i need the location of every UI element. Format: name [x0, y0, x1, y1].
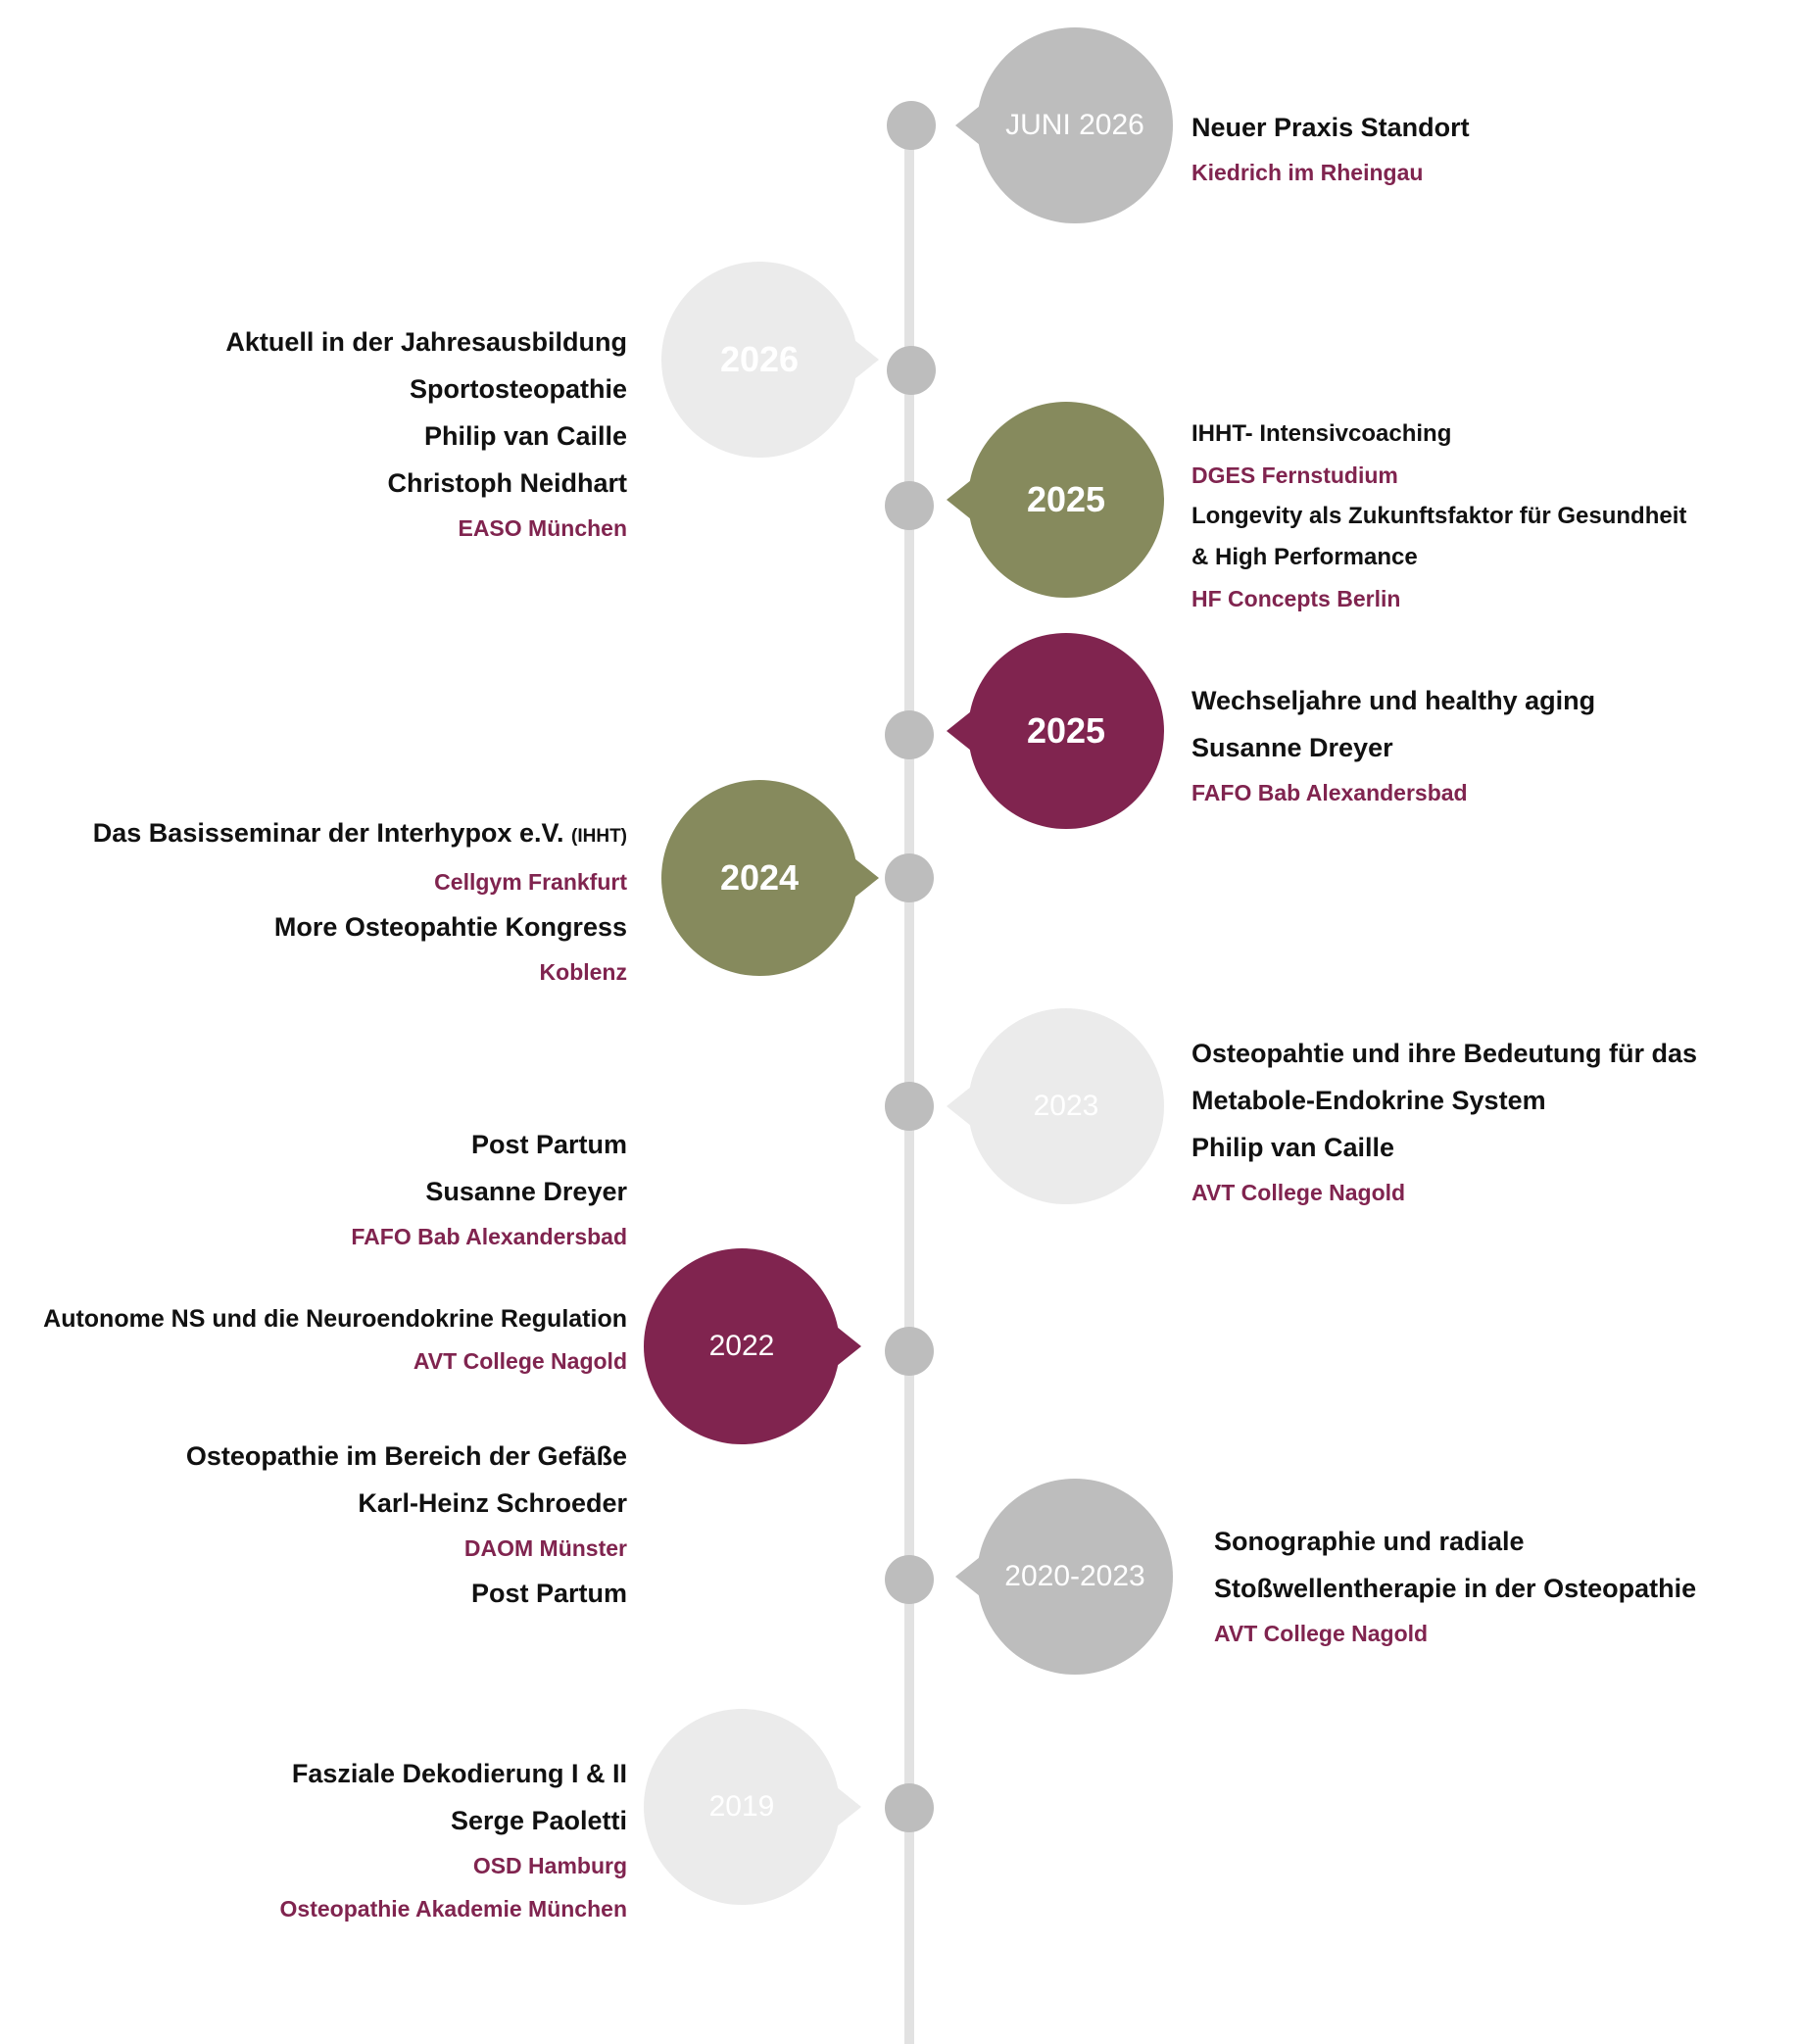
event-title: IHHT- Intensivcoaching: [1191, 420, 1452, 447]
year-bubble-2019: 2019: [644, 1709, 861, 1905]
event-ihht-intensivcoaching: IHHT- Intensivcoaching DGES Fernstudium …: [1191, 414, 1799, 619]
event-fasziale-dekodierung: Fasziale Dekodierung I & II Serge Paolet…: [0, 1750, 627, 1930]
timeline-dot: [887, 346, 936, 395]
event-teacher: Susanne Dreyer: [1191, 733, 1393, 762]
event-location: FAFO Bab Alexandersbad: [1191, 780, 1468, 805]
event-location: Cellgym Frankfurt: [434, 869, 627, 895]
event-location: Osteopathie Akademie München: [279, 1896, 627, 1922]
event-sonographie: Sonographie und radiale Stoßwellentherap…: [1214, 1518, 1799, 1655]
event-title: Osteopahtie und ihre Bedeutung für das: [1191, 1039, 1698, 1068]
event-location: Kiedrich im Rheingau: [1191, 160, 1424, 185]
event-title: Wechseljahre und healthy aging: [1191, 677, 1799, 724]
event-abbreviation: (IHHT): [571, 826, 627, 847]
event-title: Post Partum: [470, 1579, 627, 1608]
event-title-text: Das Basisseminar der Interhypox e.V.: [92, 818, 564, 848]
event-location: DGES Fernstudium: [1191, 462, 1398, 488]
timeline-dot: [885, 710, 934, 759]
event-gefaesse: Osteopathie im Bereich der Gefäße Karl-H…: [0, 1433, 627, 1617]
timeline-dot: [887, 101, 936, 150]
event-location: DAOM Münster: [463, 1535, 627, 1561]
timeline-dot: [885, 1783, 934, 1832]
event-jahresausbildung: Aktuell in der Jahresausbildung Sportost…: [0, 318, 627, 550]
event-location: FAFO Bab Alexandersbad: [351, 1224, 627, 1249]
timeline-dot: [885, 481, 934, 530]
event-wechseljahre: Wechseljahre und healthy aging Susanne D…: [1191, 677, 1799, 814]
event-location: EASO München: [458, 515, 627, 541]
event-title: Metabole-Endokrine System: [1191, 1086, 1546, 1115]
event-basisseminar-interhypox: Das Basisseminar der Interhypox e.V. (IH…: [0, 809, 627, 994]
event-title: Aktuell in der Jahresausbildung: [225, 327, 627, 357]
timeline-dot: [885, 1327, 934, 1376]
event-title: & High Performance: [1191, 544, 1418, 570]
year-bubble-2026: 2026: [661, 262, 879, 458]
event-title-text: Wechseljahre und healthy aging: [1191, 686, 1596, 715]
event-title: Autonome NS und die Neuroendokrine Regul…: [43, 1305, 627, 1333]
event-autonome-ns: Autonome NS und die Neuroendokrine Regul…: [0, 1298, 627, 1383]
year-bubble-juni-2026: JUNI 2026: [955, 27, 1173, 223]
event-subject: Sportosteopathie: [409, 374, 627, 404]
event-title: Fasziale Dekodierung I & II: [291, 1759, 627, 1788]
event-teacher: Philip van Caille: [423, 421, 627, 451]
event-title: Sonographie und radiale: [1214, 1527, 1525, 1556]
event-location: AVT College Nagold: [1214, 1621, 1429, 1646]
timeline-dot: [885, 1082, 934, 1131]
event-title: More Osteopahtie Kongress: [273, 912, 627, 942]
year-bubble-2025-olive: 2025: [947, 402, 1164, 598]
event-title: Osteopathie im Bereich der Gefäße: [185, 1441, 627, 1471]
year-bubble-2022: 2022: [644, 1248, 861, 1444]
year-bubble-2023: 2023: [947, 1008, 1164, 1204]
event-location: HF Concepts Berlin: [1191, 586, 1401, 611]
event-title: Longevity als Zukunftsfaktor für Gesundh…: [1191, 503, 1687, 529]
timeline-dot: [885, 853, 934, 902]
event-neuer-praxis-standort: Neuer Praxis Standort Kiedrich im Rheing…: [1191, 104, 1799, 194]
event-location: AVT College Nagold: [413, 1348, 627, 1374]
event-title: Post Partum: [470, 1130, 627, 1159]
event-title: Das Basisseminar der Interhypox e.V. (IH…: [0, 809, 627, 860]
event-teacher: Christoph Neidhart: [387, 468, 627, 498]
event-teacher: Serge Paoletti: [450, 1806, 627, 1835]
event-location: OSD Hamburg: [472, 1853, 627, 1878]
event-location: Koblenz: [539, 959, 627, 985]
event-teacher: Karl-Heinz Schroeder: [358, 1488, 627, 1518]
year-bubble-2024: 2024: [661, 780, 879, 976]
event-teacher: Philip van Caille: [1191, 1133, 1395, 1162]
event-osteopathie-endokrine: Osteopahtie und ihre Bedeutung für das M…: [1191, 1030, 1799, 1214]
year-bubble-2020-2023: 2020-2023: [955, 1479, 1173, 1675]
timeline-dot: [885, 1555, 934, 1604]
event-post-partum: Post Partum Susanne Dreyer FAFO Bab Alex…: [0, 1121, 627, 1258]
event-teacher: Susanne Dreyer: [425, 1177, 627, 1206]
event-location: AVT College Nagold: [1191, 1180, 1406, 1205]
event-title: Stoßwellentherapie in der Osteopathie: [1214, 1574, 1697, 1603]
event-title: Neuer Praxis Standort: [1191, 113, 1470, 142]
year-bubble-2025-wine: 2025: [947, 633, 1164, 829]
